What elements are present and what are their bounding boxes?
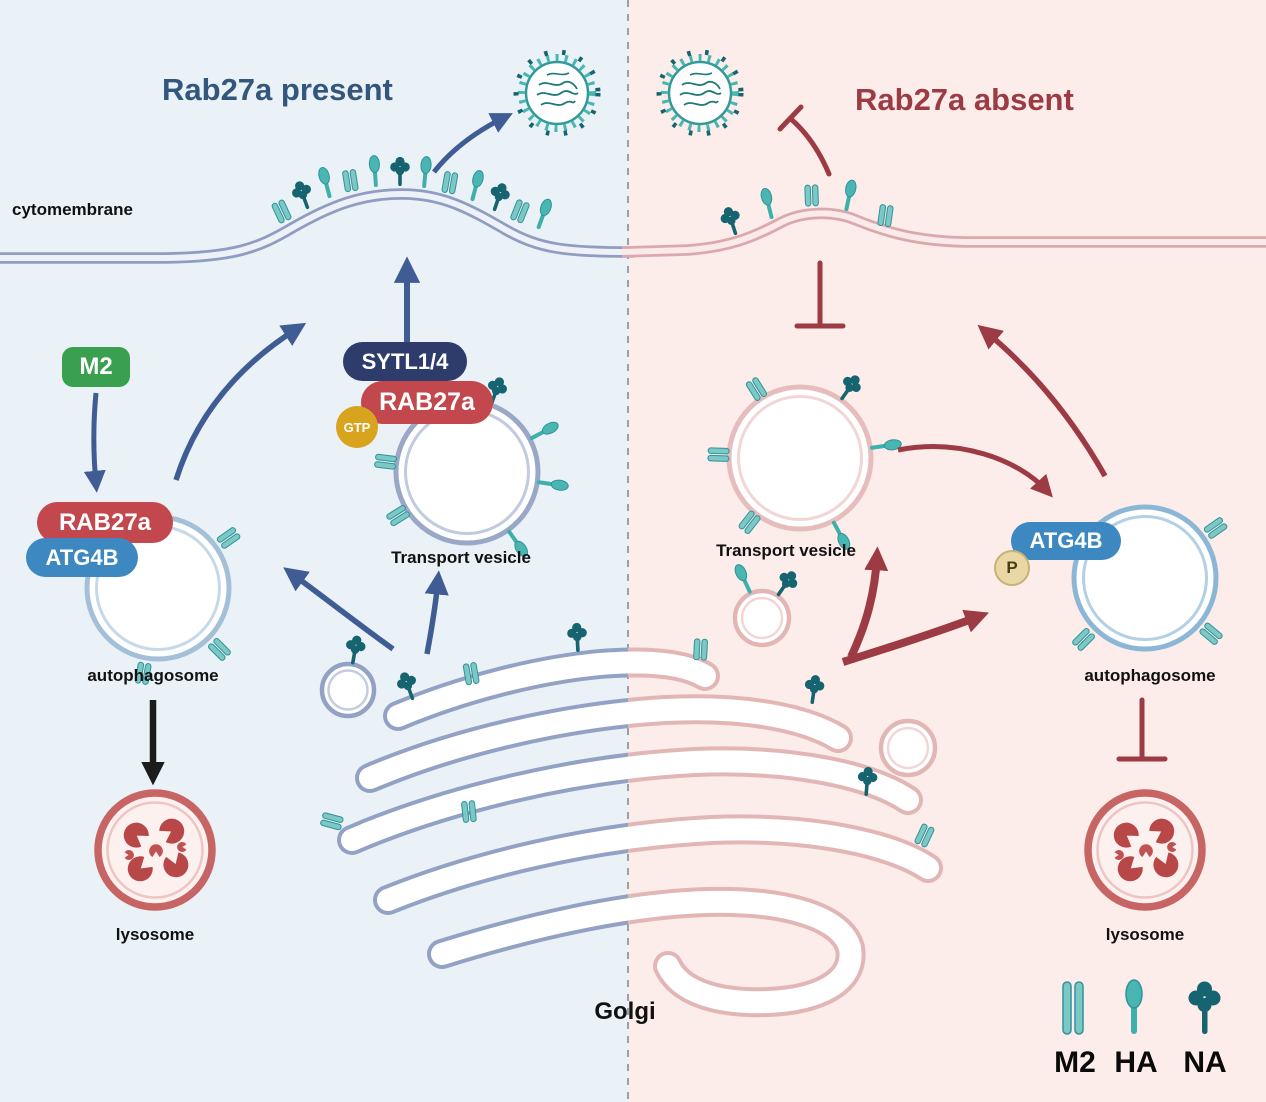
- legend-m2-label: M2: [1054, 1046, 1096, 1079]
- inhibition-lysosome: [1116, 697, 1168, 762]
- legend-na-label: NA: [1183, 1046, 1227, 1079]
- autophagosome-label-right: autophagosome: [1084, 666, 1216, 685]
- arrow-golgi-to-autophagosome-right: [841, 609, 989, 666]
- sytl1-4-badge: SYTL1/4: [343, 342, 467, 381]
- inhibition-virus-release: [777, 104, 832, 177]
- arrow-golgi-to-vesicle: [424, 570, 449, 655]
- arrow-virus-release: [432, 113, 513, 174]
- transport-vesicle-label-left: Transport vesicle: [391, 548, 531, 567]
- inhibition-membrane-transport: [794, 260, 846, 329]
- cytomembrane-label: cytomembrane: [12, 200, 133, 219]
- lysosome-right: [1088, 793, 1202, 907]
- arrow-golgi-to-autophagosome: [283, 567, 395, 652]
- autophagosome-label-left: autophagosome: [87, 666, 219, 685]
- cytomembrane-right: [621, 207, 1266, 258]
- lysosome-label-right: lysosome: [1105, 925, 1185, 944]
- transport-vesicle-label-right: Transport vesicle: [716, 541, 856, 560]
- atg4b-badge-right: ATG4B: [1011, 522, 1121, 560]
- legend-ha-label: HA: [1114, 1046, 1158, 1079]
- lysosome-left: [98, 793, 212, 907]
- atg4b-badge-left: ATG4B: [26, 538, 138, 577]
- legend-ha-icon: [1125, 979, 1143, 1034]
- legend-m2-icon: [1062, 981, 1084, 1035]
- golgi-label: Golgi: [594, 998, 656, 1025]
- arrow-m2-to-rab27a: [83, 392, 106, 493]
- golgi-vesicle-small-right-2: [878, 718, 938, 778]
- rab27a-badge-vesicle: RAB27a: [361, 381, 493, 424]
- cytomembrane-left: [0, 188, 635, 264]
- left-panel-title: Rab27a present: [162, 72, 393, 107]
- transport-vesicle-right: [707, 370, 903, 552]
- arrow-vesicle-to-atg4b: [897, 444, 1053, 498]
- arrow-autophagosome-to-membrane-right: [977, 324, 1108, 478]
- legend-na-icon: [1188, 981, 1221, 1034]
- p-badge: P: [994, 550, 1030, 586]
- golgi-vesicle-small-right-1: [732, 562, 803, 648]
- arrow-autophagosome-to-membrane: [173, 322, 307, 481]
- rab27a-badge-autophagosome: RAB27a: [37, 502, 173, 543]
- right-panel-title: Rab27a absent: [855, 82, 1074, 117]
- arrow-golgi-to-vesicle-right: [847, 546, 889, 659]
- m2-badge: M2: [62, 347, 130, 387]
- golgi-vesicle-small-left: [319, 634, 377, 719]
- gtp-badge: GTP: [336, 406, 378, 448]
- lysosome-label-left: lysosome: [115, 925, 195, 944]
